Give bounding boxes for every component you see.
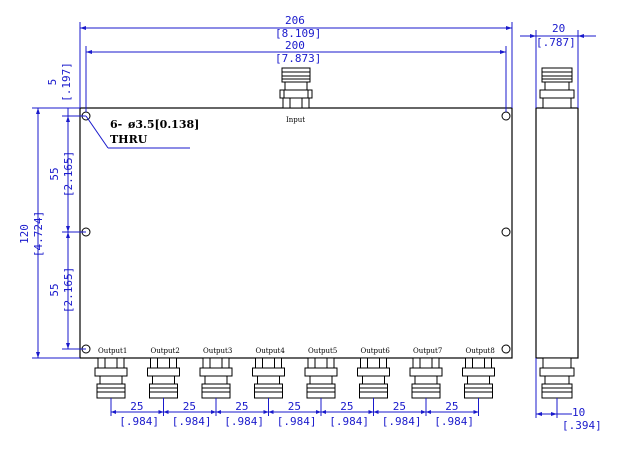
- pitch-dim-value: 25: [393, 400, 406, 413]
- dim-pitch-bottom-in: [2.165]: [62, 267, 75, 313]
- output-connector-1: [94, 357, 128, 399]
- hole-note-thru: THRU: [110, 133, 148, 146]
- output-connector-2: [147, 357, 180, 399]
- output-connector-8: [462, 357, 495, 399]
- hole-note-diameter: ø3.5[0.138]: [128, 118, 199, 131]
- output-label-3: Output3: [203, 347, 232, 355]
- dim-height: 120: [18, 224, 31, 244]
- dim-thickness: 20: [552, 22, 565, 35]
- pitch-dim-value-in: [.984]: [172, 415, 212, 428]
- output-label-7: Output7: [413, 347, 442, 355]
- pitch-dim-3-4: 25 [.984]: [216, 400, 269, 428]
- pitch-dim-5-6: 25 [.984]: [321, 400, 374, 428]
- pitch-dim-value-in: [.984]: [277, 415, 317, 428]
- side-output-connector: [539, 357, 575, 399]
- pitch-dim-value: 25: [183, 400, 196, 413]
- output-pitch-dimensions: 25 [.984] 25 [.984] 25 [.984] 25 [.984] 25 [.984]…: [110, 398, 479, 428]
- hole-note-count: 6-: [110, 118, 122, 131]
- mounting-hole-mid-right: [501, 227, 511, 237]
- dim-overall-width: 206: [285, 14, 305, 27]
- output-connector-4: [252, 357, 285, 399]
- output-connector-6: [357, 357, 390, 399]
- dim-hole-span: 200: [285, 39, 305, 52]
- output-label-2: Output2: [151, 347, 180, 355]
- pitch-dim-6-7: 25 [.984]: [373, 400, 426, 428]
- output-label-8: Output8: [466, 347, 495, 355]
- divider-body: [79, 107, 513, 359]
- dim-pitch-bottom: 55: [48, 283, 61, 296]
- dim-edge-offset-in: [.197]: [60, 62, 73, 102]
- output-connector-3: [199, 357, 233, 399]
- input-label: Input: [286, 116, 305, 124]
- input-connector: [279, 67, 313, 109]
- pitch-dim-7-8: 25 [.984]: [426, 400, 479, 428]
- output-label-4: Output4: [256, 347, 286, 355]
- pitch-dim-value: 25: [340, 400, 353, 413]
- dim-thickness-in: [.787]: [536, 36, 576, 49]
- pitch-dim-value-in: [.984]: [434, 415, 474, 428]
- pitch-dim-value-in: [.984]: [382, 415, 422, 428]
- pitch-dim-value-in: [.984]: [119, 415, 159, 428]
- side-input-connector: [539, 67, 575, 109]
- dim-pitch-top-in: [2.165]: [62, 151, 75, 197]
- pitch-dim-2-3: 25 [.984]: [163, 400, 216, 428]
- output-connector-7: [409, 357, 443, 399]
- dim-pitch-top: 55: [48, 167, 61, 180]
- pitch-dim-4-5: 25 [.984]: [268, 400, 321, 428]
- dim-side-offset-in: [.394]: [562, 419, 602, 432]
- dim-height-in: [4.724]: [32, 211, 45, 257]
- dim-edge-offset: 5: [46, 79, 59, 86]
- output-connectors: Output1 Output2 Output3 Output4 Output5 Outpu…: [94, 347, 495, 399]
- pitch-dim-1-2: 25 [.984]: [111, 400, 164, 428]
- pitch-dim-value: 25: [235, 400, 248, 413]
- output-connector-5: [304, 357, 338, 399]
- output-label-5: Output5: [308, 347, 337, 355]
- dim-overall-width-in: [8.109]: [275, 27, 321, 40]
- pitch-dim-value-in: [.984]: [329, 415, 369, 428]
- dim-side-offset: 10: [572, 406, 585, 419]
- dim-hole-span-in: [7.873]: [275, 52, 321, 65]
- pitch-dim-value: 25: [130, 400, 143, 413]
- pitch-dim-value: 25: [445, 400, 458, 413]
- output-label-6: Output6: [361, 347, 391, 355]
- output-label-1: Output1: [98, 347, 127, 355]
- pitch-dim-value-in: [.984]: [224, 415, 264, 428]
- side-view-body: [535, 107, 579, 359]
- mounting-hole-bottom-right: [501, 344, 511, 354]
- pitch-dim-value: 25: [288, 400, 301, 413]
